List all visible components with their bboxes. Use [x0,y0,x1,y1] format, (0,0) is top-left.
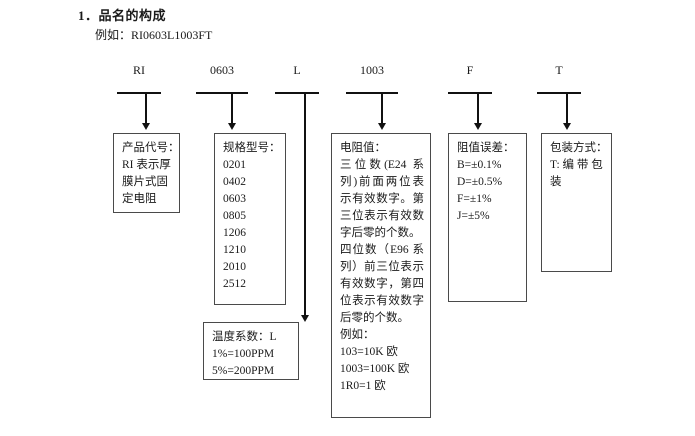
box-resistance-example-label: 例如： [340,329,375,341]
box-size-value-1210: 1210 [223,244,246,256]
arrow-head-tempco [301,315,309,322]
connector-stem-product [145,92,147,124]
box-size-title: 规格型号： [223,142,281,154]
code-label-product: RI [133,63,145,77]
example-part-number: 例如：RI0603L1003FT [95,28,213,42]
section-title-text: 品名的构成 [98,8,167,23]
connector-stem-packaging [566,92,568,124]
box-tolerance: 阻值误差： B=±0.1% D=±0.5% F=±1% J=±5% [448,133,527,302]
box-size-value-2010: 2010 [223,261,246,273]
box-packaging: 包装方式： T: 编 带 包 装 [541,133,612,272]
box-product-title: 产品代号： [122,142,180,154]
box-product-line-1: RI 表示厚 [122,159,171,171]
box-resistance-example-3: 1R0=1 欧 [340,380,386,392]
code-label-packaging: T [555,63,563,77]
connector-stem-resistance [381,92,383,124]
box-product-code: 产品代号： RI 表示厚 膜片式固 定电阻 [113,133,180,213]
box-packaging-line-2: 装 [550,176,562,188]
box-tempco-title: 温度系数：L [212,331,277,343]
box-resistance-title: 电阻值： [340,142,386,154]
connector-stem-tolerance [477,92,479,124]
box-size-value-0201: 0201 [223,159,246,171]
box-resistance-example-1: 103=10K 欧 [340,346,398,358]
box-product-line-2: 膜片式固 [122,176,168,188]
box-tolerance-value-j: J=±5% [457,210,490,222]
code-label-tempco: L [293,63,301,77]
box-resistance-e24-text: 三位数(E24 系列)前面两位表示有效数字。第三位表示有效数字后零的个数。 [340,159,424,239]
connector-bar-size [196,92,248,94]
box-packaging-line-1: T: 编 带 包 [550,159,603,171]
arrow-head-resistance [378,123,386,130]
box-temperature-coefficient: 温度系数：L 1%=100PPM 5%=200PPM [203,322,299,380]
box-resistance-e96-text: 四位数（E96 系列）前三位表示有效数字，第四位表示有效数字后零的个数。 [340,244,424,324]
box-tolerance-value-f: F=±1% [457,193,492,205]
arrow-head-product [142,123,150,130]
box-tempco-line-1: 1%=100PPM [212,348,275,360]
connector-bar-tolerance [448,92,492,94]
box-tempco-line-2: 5%=200PPM [212,365,275,377]
connector-bar-tempco [275,92,319,94]
box-product-line-3: 定电阻 [122,193,157,205]
box-size-value-2512: 2512 [223,278,246,290]
box-resistance-value: 电阻值： 三位数(E24 系列)前面两位表示有效数字。第三位表示有效数字后零的个… [331,133,431,418]
section-number: 1． [78,8,99,23]
box-size-code: 规格型号： 0201 0402 0603 0805 1206 1210 2010… [214,133,286,305]
box-packaging-title: 包装方式： [550,142,608,154]
code-label-size: 0603 [210,63,234,77]
box-resistance-example-2: 1003=100K 欧 [340,363,410,375]
connector-bar-resistance [346,92,398,94]
connector-bar-packaging [537,92,581,94]
arrow-head-size [228,123,236,130]
box-size-value-1206: 1206 [223,227,246,239]
arrow-head-tolerance [474,123,482,130]
connector-stem-size [231,92,233,124]
page-title: 1．品名的构成 [78,5,166,24]
box-tolerance-value-b: B=±0.1% [457,159,502,171]
code-label-resistance: 1003 [360,63,384,77]
connector-stem-tempco [304,92,306,316]
box-size-value-0805: 0805 [223,210,246,222]
box-tolerance-title: 阻值误差： [457,142,515,154]
box-size-value-0402: 0402 [223,176,246,188]
code-label-tolerance: F [466,63,474,77]
arrow-head-packaging [563,123,571,130]
connector-bar-product [117,92,161,94]
box-size-value-0603: 0603 [223,193,246,205]
box-tolerance-value-d: D=±0.5% [457,176,503,188]
